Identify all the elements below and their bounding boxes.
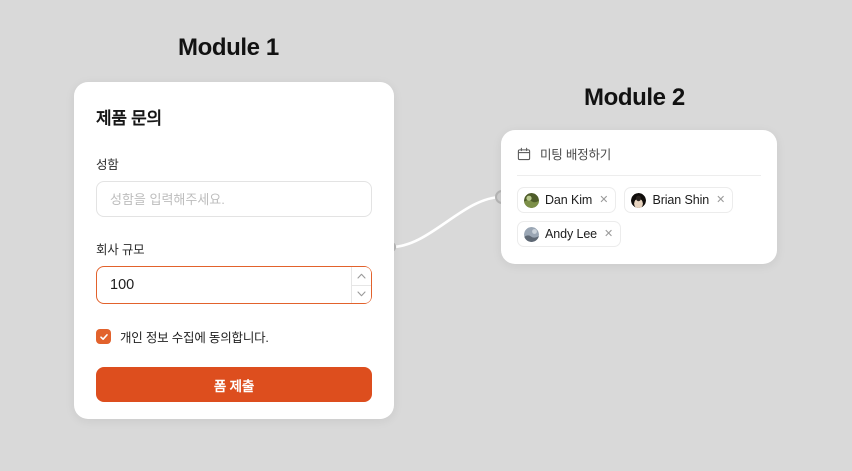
module-2-card[interactable]: 미팅 배정하기 Dan Kim ✕ <box>501 130 777 264</box>
field-spacer <box>96 217 372 239</box>
attendee-chip-brian-shin[interactable]: Brian Shin ✕ <box>624 187 734 213</box>
attendee-name: Andy Lee <box>545 227 598 241</box>
avatar <box>524 192 539 208</box>
attendee-chip-list: Dan Kim ✕ Brian Shin ✕ <box>517 176 761 247</box>
calendar-icon <box>517 147 531 160</box>
close-icon[interactable]: ✕ <box>716 194 726 206</box>
module-1-title: Module 1 <box>178 34 279 61</box>
module-2-title: Module 2 <box>584 84 685 111</box>
form-heading: 제품 문의 <box>96 109 162 128</box>
attendee-name: Brian Shin <box>652 193 710 207</box>
chevron-up-icon[interactable] <box>352 267 371 286</box>
name-input[interactable] <box>96 181 372 217</box>
consent-checkbox[interactable] <box>96 329 111 344</box>
close-icon[interactable]: ✕ <box>599 194 609 206</box>
attendee-chip-dan-kim[interactable]: Dan Kim ✕ <box>517 187 617 213</box>
consent-row[interactable]: 개인 정보 수집에 동의합니다. <box>96 327 372 346</box>
avatar <box>524 226 539 242</box>
company-size-input[interactable] <box>97 267 345 303</box>
meeting-assign-header: 미팅 배정하기 <box>517 144 761 176</box>
close-icon[interactable]: ✕ <box>604 228 614 240</box>
company-size-input-wrapper[interactable] <box>96 266 372 304</box>
attendee-chip-andy-lee[interactable]: Andy Lee ✕ <box>517 221 622 247</box>
attendee-name: Dan Kim <box>545 193 593 207</box>
check-icon <box>99 333 108 340</box>
company-size-field-label: 회사 규모 <box>96 243 145 257</box>
consent-label: 개인 정보 수집에 동의합니다. <box>120 331 269 345</box>
connector-path <box>389 195 504 249</box>
chevron-down-icon[interactable] <box>352 285 371 303</box>
meeting-assign-label: 미팅 배정하기 <box>540 148 612 162</box>
avatar <box>631 192 647 208</box>
module-1-card[interactable]: 제품 문의 성함 회사 규모 <box>74 82 394 419</box>
name-field-label: 성함 <box>96 158 119 172</box>
submit-button[interactable]: 폼 제출 <box>96 367 372 402</box>
number-spinner[interactable] <box>351 267 371 303</box>
